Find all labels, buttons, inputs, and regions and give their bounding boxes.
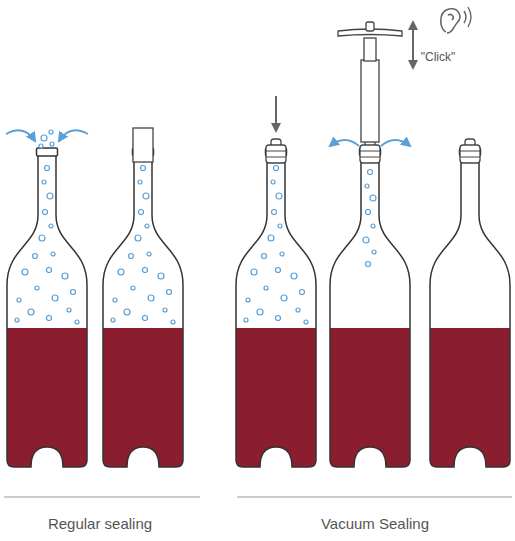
air-bubbles	[15, 166, 79, 325]
air-bubbles	[39, 130, 54, 148]
air-bubble	[49, 130, 53, 134]
push-arrow	[275, 96, 277, 131]
wine-bottle	[7, 148, 87, 467]
sound-waves	[464, 7, 471, 27]
vacuum-stopper	[460, 139, 480, 163]
group-rule	[237, 496, 512, 498]
pump-motion-arrow	[412, 22, 414, 68]
wine-bottle	[103, 148, 183, 467]
ear-icon	[441, 9, 460, 33]
air-bubbles	[244, 166, 308, 325]
wine-bottle	[330, 148, 410, 467]
vacuum-stopper	[266, 139, 286, 163]
group-rule	[4, 496, 200, 498]
cork	[133, 128, 153, 162]
air-bubble	[41, 135, 47, 141]
group-label: Vacuum Sealing	[321, 515, 429, 532]
air-bubbles	[111, 166, 175, 325]
air-in-arrow	[6, 130, 35, 141]
air-in-arrow	[59, 130, 88, 141]
air-out-arrow	[381, 140, 410, 146]
air-bubbles	[363, 170, 376, 267]
pump-knob	[366, 22, 374, 31]
air-bubble	[39, 144, 43, 148]
pump-cylinder	[361, 60, 379, 142]
wine-bottle	[430, 148, 510, 467]
group-label: Regular sealing	[48, 515, 152, 532]
pump-rod	[364, 38, 376, 61]
air-out-arrow	[330, 140, 359, 146]
wine-bottle	[236, 148, 316, 467]
air-bubble	[50, 142, 54, 146]
sound-label: "Click"	[421, 50, 456, 64]
